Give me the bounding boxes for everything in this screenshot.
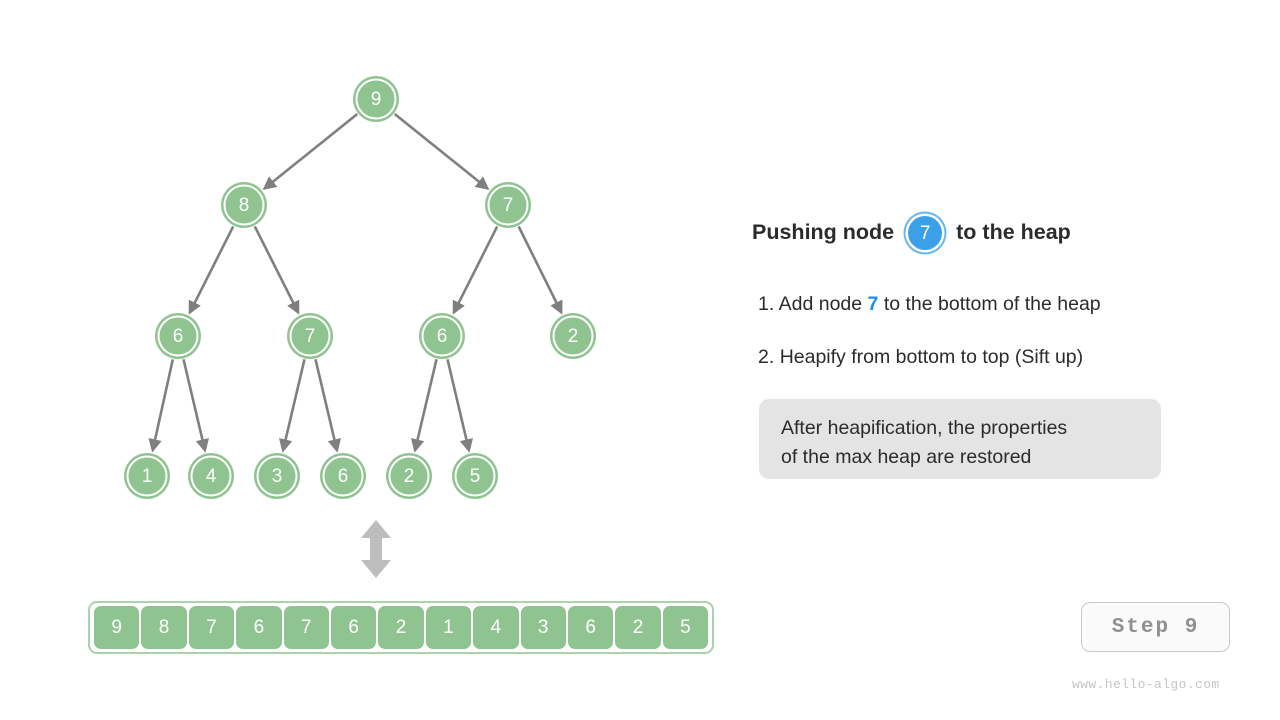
array-cell: 3 bbox=[520, 606, 566, 649]
tree-edge bbox=[452, 225, 499, 315]
tree-edge bbox=[253, 225, 300, 315]
array-cell: 6 bbox=[236, 606, 282, 649]
array-cell: 7 bbox=[188, 606, 235, 649]
step-item-1: 1. Add node 7 to the bottom of the heap bbox=[758, 293, 1101, 316]
step-2-number: 2. bbox=[758, 346, 775, 368]
tree-edge bbox=[188, 225, 235, 315]
step-2-before: Heapify from bottom to top (Sift up) bbox=[779, 346, 1084, 368]
array-cell: 6 bbox=[330, 606, 377, 649]
tree-node-body bbox=[256, 455, 298, 497]
tree-edge bbox=[411, 359, 438, 453]
tree-edge bbox=[148, 359, 175, 453]
tree-node-body bbox=[552, 315, 594, 357]
tree-node-body bbox=[454, 455, 496, 497]
note-box: After heapification, the properties of t… bbox=[759, 399, 1161, 479]
tree-node: 1 bbox=[124, 453, 170, 499]
tree-node: 2 bbox=[550, 313, 596, 359]
step-1-after: to the bottom of the heap bbox=[883, 293, 1101, 315]
heap-tree: 9 8 7 6 7 6 2 1 4 3 6 2 5 bbox=[124, 76, 596, 499]
tree-node: 7 bbox=[287, 313, 333, 359]
array-cell: 8 bbox=[141, 606, 187, 649]
pushed-node-badge: 7 bbox=[908, 216, 943, 250]
tree-node-body bbox=[322, 455, 364, 497]
tree-node-label: 7 bbox=[305, 326, 316, 347]
tree-node-label: 6 bbox=[437, 326, 448, 347]
array-cell: 6 bbox=[567, 606, 614, 649]
tree-edge bbox=[182, 359, 209, 453]
tree-edges-group bbox=[148, 113, 563, 453]
tree-node-label: 4 bbox=[206, 466, 217, 487]
array-cell: 2 bbox=[378, 606, 424, 649]
step-1-number: 1. bbox=[758, 293, 775, 315]
tree-node-body bbox=[355, 78, 397, 120]
array-cell: 1 bbox=[425, 606, 472, 649]
up-down-sync-arrow-icon bbox=[361, 520, 391, 578]
tree-node-label: 7 bbox=[503, 195, 514, 216]
tree-edge bbox=[446, 359, 473, 453]
tree-node: 6 bbox=[155, 313, 201, 359]
tree-node-label: 6 bbox=[173, 326, 184, 347]
tree-node: 8 bbox=[221, 182, 267, 228]
page-title-suffix: to the heap bbox=[956, 220, 1071, 245]
tree-edge bbox=[393, 113, 490, 191]
tree-node-label: 5 bbox=[470, 466, 481, 487]
tree-edge bbox=[279, 359, 306, 453]
tree-node-label: 2 bbox=[404, 466, 415, 487]
tree-edge bbox=[262, 113, 359, 191]
tree-node: 5 bbox=[452, 453, 498, 499]
tree-node-body bbox=[126, 455, 168, 497]
note-line-2: of the max heap are restored bbox=[781, 446, 1032, 468]
array-cell: 4 bbox=[473, 606, 519, 649]
page-title: Pushing node 7 to the heap bbox=[752, 216, 1071, 250]
tree-node-body bbox=[289, 315, 331, 357]
tree-node: 4 bbox=[188, 453, 234, 499]
step-item-2: 2. Heapify from bottom to top (Sift up) bbox=[758, 346, 1083, 369]
tree-node-label: 8 bbox=[239, 195, 250, 216]
tree-node-body bbox=[190, 455, 232, 497]
tree-node-label: 6 bbox=[338, 466, 349, 487]
array-cell: 7 bbox=[283, 606, 329, 649]
tree-node-body bbox=[487, 184, 529, 226]
tree-nodes-group: 9 8 7 6 7 6 2 1 4 3 6 2 5 bbox=[124, 76, 596, 499]
note-line-1: After heapification, the properties bbox=[781, 417, 1068, 439]
tree-node-label: 3 bbox=[272, 466, 283, 487]
array-cell: 9 bbox=[94, 606, 140, 649]
tree-node: 6 bbox=[320, 453, 366, 499]
step-badge: Step 9 bbox=[1081, 602, 1230, 652]
tree-node-label: 1 bbox=[142, 466, 153, 487]
step-1-before: Add node bbox=[778, 293, 863, 315]
tree-node: 7 bbox=[485, 182, 531, 228]
tree-node-body bbox=[388, 455, 430, 497]
tree-node-label: 2 bbox=[568, 326, 579, 347]
tree-node-body bbox=[421, 315, 463, 357]
tree-node-label: 9 bbox=[371, 89, 382, 110]
info-panel: Pushing node 7 to the heap 1. Add node 7… bbox=[752, 0, 1280, 720]
tree-edge bbox=[314, 359, 341, 453]
watermark: www.hello-algo.com bbox=[1072, 677, 1220, 692]
array-cell: 2 bbox=[615, 606, 661, 649]
tree-node-body bbox=[157, 315, 199, 357]
tree-node: 6 bbox=[419, 313, 465, 359]
tree-node: 9 bbox=[353, 76, 399, 122]
page-title-prefix: Pushing node bbox=[752, 220, 895, 245]
tree-edge bbox=[517, 225, 563, 315]
tree-node: 2 bbox=[386, 453, 432, 499]
tree-node-body bbox=[223, 184, 265, 226]
step-1-highlight: 7 bbox=[867, 293, 879, 315]
array-cell: 5 bbox=[662, 606, 709, 649]
tree-node: 3 bbox=[254, 453, 300, 499]
